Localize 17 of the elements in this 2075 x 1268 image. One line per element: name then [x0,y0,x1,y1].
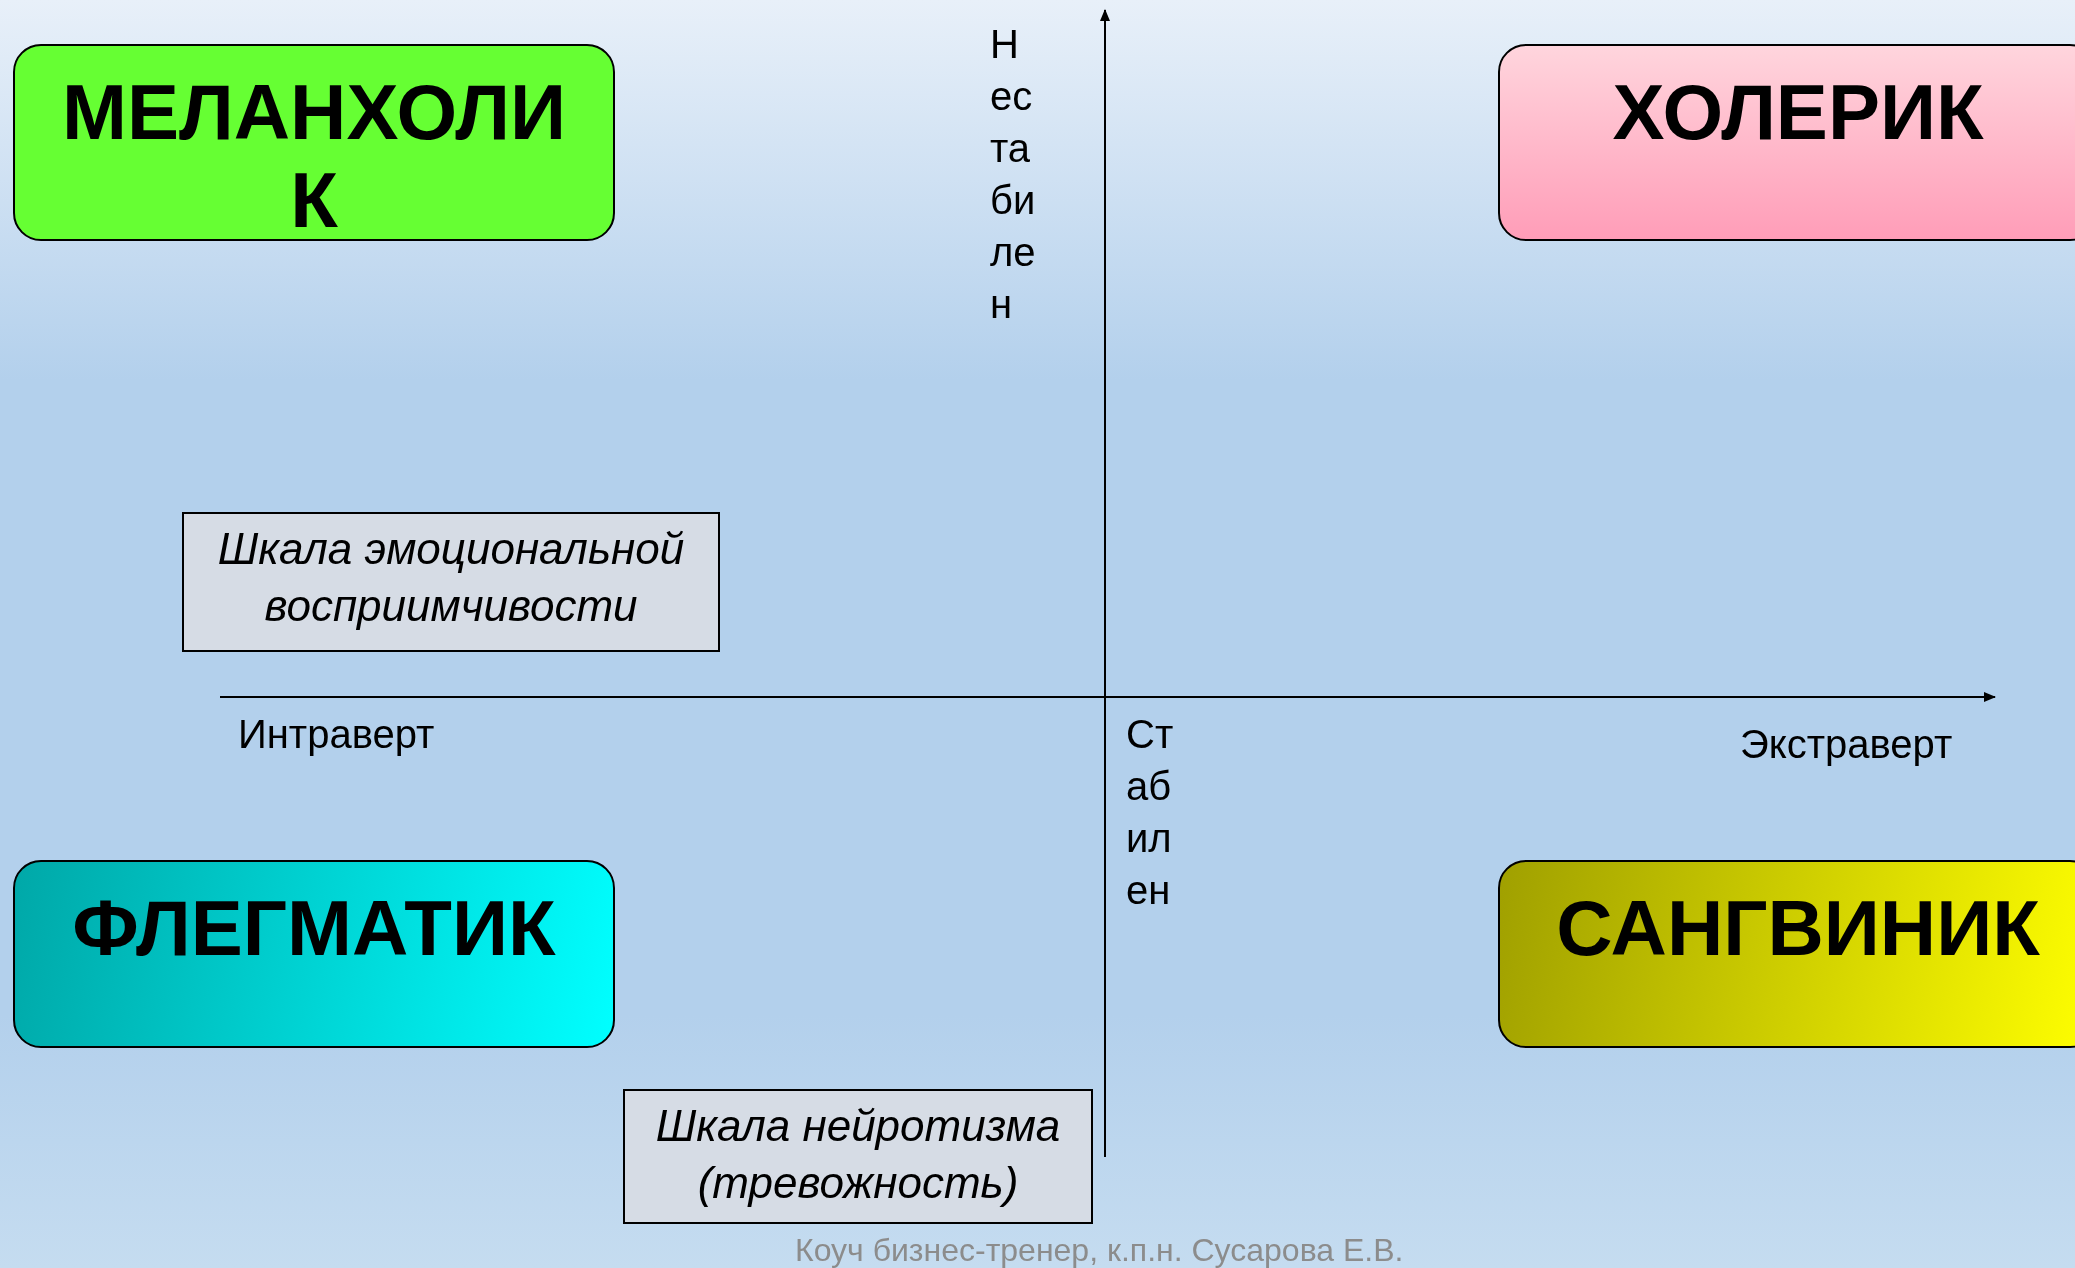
scale-box [182,512,720,652]
axis-label: Экстраверт [1740,721,1953,768]
axis-label: Нестабилен [990,21,1037,328]
footer-text: Коуч бизнес-тренер, к.п.н. Сусарова Е.В. [795,1231,1404,1268]
temperament-box [13,860,615,1048]
temperament-name: САНГВИНИК [1555,884,2041,972]
scale-title: Шкала нейротизма (тревожность) [654,1100,1062,1209]
temperament-box [1498,860,2075,1048]
temperament-name: МЕЛАНХОЛИК [61,68,567,244]
temperament-name: ХОЛЕРИК [1611,68,1985,156]
temperament-box [13,44,615,241]
axis-label: Стабилен [1126,711,1175,914]
scale-box [623,1089,1093,1224]
axis-label: Интраверт [238,711,435,758]
temperament-name: ФЛЕГМАТИК [71,884,557,972]
temperament-box [1498,44,2075,241]
scale-title: Шкала эмоциональной восприимчивости [216,523,686,632]
